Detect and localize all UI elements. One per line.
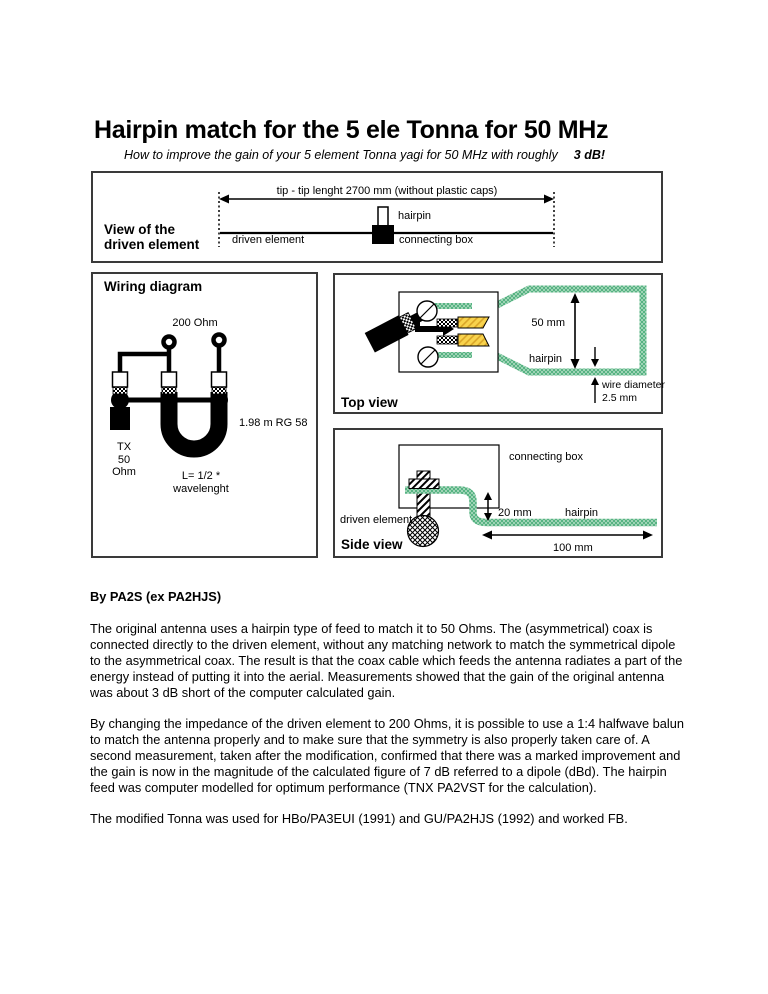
tx-feedline bbox=[110, 407, 130, 430]
impedance-label: 200 Ohm bbox=[172, 317, 218, 329]
element-view-title: View of the driven element bbox=[104, 222, 200, 252]
ring-terminal bbox=[211, 332, 227, 348]
drop-label: 20 mm bbox=[498, 507, 532, 519]
mounting-bolt bbox=[416, 470, 431, 520]
arrowhead-down-icon bbox=[570, 359, 580, 369]
paragraph-1: The original antenna uses a hairpin type… bbox=[90, 621, 683, 700]
connector-body bbox=[210, 371, 228, 388]
coax-connector bbox=[111, 391, 129, 409]
driven-element-label: driven element bbox=[340, 514, 413, 526]
connecting-box-outline bbox=[398, 444, 500, 509]
element-tube bbox=[457, 333, 490, 347]
side-view-title: Side view bbox=[341, 537, 403, 552]
tip-length-label: tip - tip lenght 2700 mm (without plasti… bbox=[276, 185, 498, 197]
connector-body bbox=[160, 371, 178, 388]
arrowhead-left-icon bbox=[219, 194, 229, 204]
element-cross-section bbox=[406, 514, 440, 548]
coax-balun-loop bbox=[160, 392, 228, 458]
hairpin-wire bbox=[493, 285, 647, 376]
element-tube bbox=[457, 316, 490, 329]
paragraph-3: The modified Tonna was used for HBo/PA3E… bbox=[90, 811, 628, 826]
top-view-panel: 50 mm hairpin wire diameter 2.5 mm Top v… bbox=[333, 273, 666, 414]
arrowhead-up-icon bbox=[591, 377, 599, 385]
wire-diameter-value: 2.5 mm bbox=[602, 392, 638, 404]
page-subtitle-text: How to improve the gain of your 5 elemen… bbox=[124, 148, 558, 162]
connecting-box-label: connecting box bbox=[509, 451, 583, 463]
wiring-diagram bbox=[110, 332, 228, 458]
arrowhead-up-icon bbox=[484, 492, 492, 500]
element-view-diagram bbox=[218, 192, 555, 247]
arrowhead-right-icon bbox=[544, 194, 554, 204]
article-body: By PA2S (ex PA2HJS) The original antenna… bbox=[90, 589, 684, 842]
coax-connector bbox=[210, 391, 228, 409]
connecting-box-square bbox=[372, 225, 394, 244]
cable-clamp bbox=[436, 318, 458, 328]
byline: By PA2S (ex PA2HJS) bbox=[90, 589, 222, 604]
feed-arrow-stem bbox=[415, 317, 420, 332]
ring-terminal bbox=[161, 334, 177, 350]
bolt-nut bbox=[408, 478, 440, 489]
loop-length-label: L= 1/2 * wavelenght bbox=[173, 470, 229, 495]
coax-length-label: 1.98 m RG 58 bbox=[239, 417, 308, 429]
connecting-box-label: connecting box bbox=[399, 234, 473, 246]
wiring-title: Wiring diagram bbox=[104, 279, 203, 294]
driven-element-label: driven element bbox=[232, 234, 305, 246]
width-label: 50 mm bbox=[531, 317, 565, 329]
element-view-panel: tip - tip lenght 2700 mm (without plasti… bbox=[91, 171, 663, 263]
arrowhead-left-icon bbox=[482, 530, 492, 540]
hairpin-label: hairpin bbox=[529, 353, 563, 365]
wiring-panel: Wiring diagram 200 Ohm 1.98 m RG 58 TX 5… bbox=[91, 272, 318, 558]
feed-arrow-bar bbox=[415, 326, 443, 332]
screw-slot bbox=[419, 303, 435, 319]
top-view-title: Top view bbox=[341, 395, 398, 410]
tx-label: TX 50 Ohm bbox=[112, 441, 136, 478]
subtitle-emphasis: 3 dB! bbox=[573, 148, 606, 162]
hairpin-label: hairpin bbox=[398, 210, 432, 222]
length-label: 100 mm bbox=[553, 542, 593, 554]
arrowhead-up-icon bbox=[570, 293, 580, 303]
side-view-diagram bbox=[398, 444, 657, 548]
hairpin-wire bbox=[405, 486, 657, 527]
page-subtitle: How to improve the gain of your 5 elemen… bbox=[124, 148, 684, 162]
hairpin-stub bbox=[377, 206, 389, 227]
wire-diameter-label: wire diameter bbox=[602, 379, 666, 391]
feed-wire bbox=[117, 351, 169, 374]
page-title: Hairpin match for the 5 ele Tonna for 50… bbox=[94, 116, 609, 144]
hairpin-label: hairpin bbox=[565, 507, 599, 519]
paragraph-2: By changing the impedance of the driven … bbox=[90, 716, 684, 795]
arrowhead-down-icon bbox=[484, 513, 492, 521]
arrowhead-down-icon bbox=[591, 359, 599, 367]
coax-connector bbox=[160, 391, 178, 409]
cable-clamp bbox=[436, 335, 458, 345]
arrowhead-right-icon bbox=[643, 530, 653, 540]
top-view-diagram bbox=[364, 285, 647, 403]
screw-slot bbox=[420, 349, 436, 365]
side-view-panel: connecting box 20 mm hairpin driven elem… bbox=[333, 428, 663, 558]
connector-body bbox=[111, 371, 129, 388]
